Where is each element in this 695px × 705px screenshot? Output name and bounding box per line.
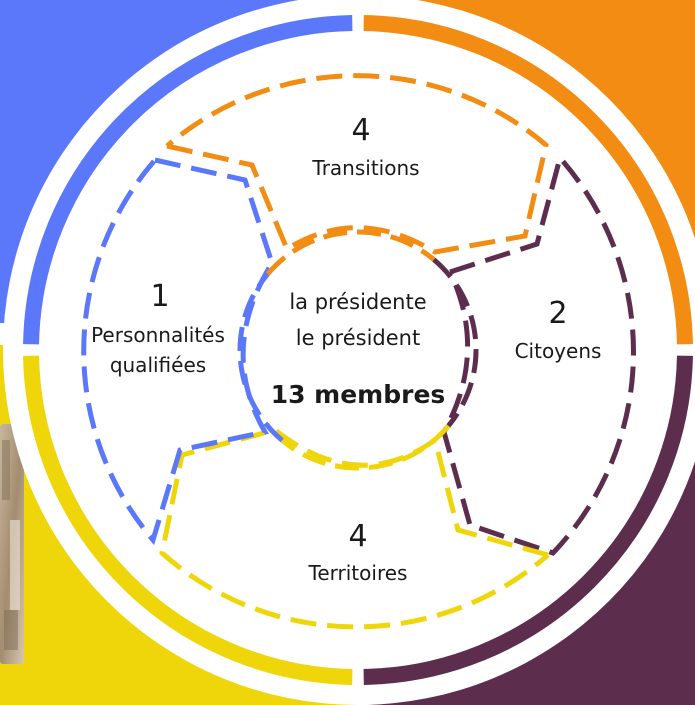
transitions-count: 4 xyxy=(351,113,370,148)
outer-arc-orange xyxy=(363,15,693,345)
transitions-shape xyxy=(165,73,549,255)
personnalites-label-line2: qualifiées xyxy=(110,353,206,377)
outer-arc-blue xyxy=(23,15,353,345)
territoires-shape xyxy=(159,427,550,630)
citoyens-count: 2 xyxy=(548,296,567,331)
segment-shapes xyxy=(81,73,636,630)
center-line-presidente: la présidente xyxy=(289,290,426,314)
outer-ring xyxy=(23,15,693,685)
personnalites-count: 1 xyxy=(150,279,169,314)
personnalites-label-line1: Personnalités xyxy=(91,323,225,347)
outer-arc-plum xyxy=(363,355,693,685)
personnalites-shape xyxy=(81,157,275,546)
territoires-count: 4 xyxy=(348,519,367,554)
center-line-president: le président xyxy=(296,326,420,350)
outer-white-disc xyxy=(3,0,695,705)
citoyens-label: Citoyens xyxy=(515,339,602,363)
photo-thumbnail xyxy=(0,424,24,664)
territoires-label: Territoires xyxy=(308,561,408,585)
transitions-label: Transitions xyxy=(311,156,419,180)
center-member-count: 13 membres xyxy=(271,380,446,409)
outer-arc-yellow xyxy=(23,355,353,685)
citoyens-shape xyxy=(441,152,636,556)
